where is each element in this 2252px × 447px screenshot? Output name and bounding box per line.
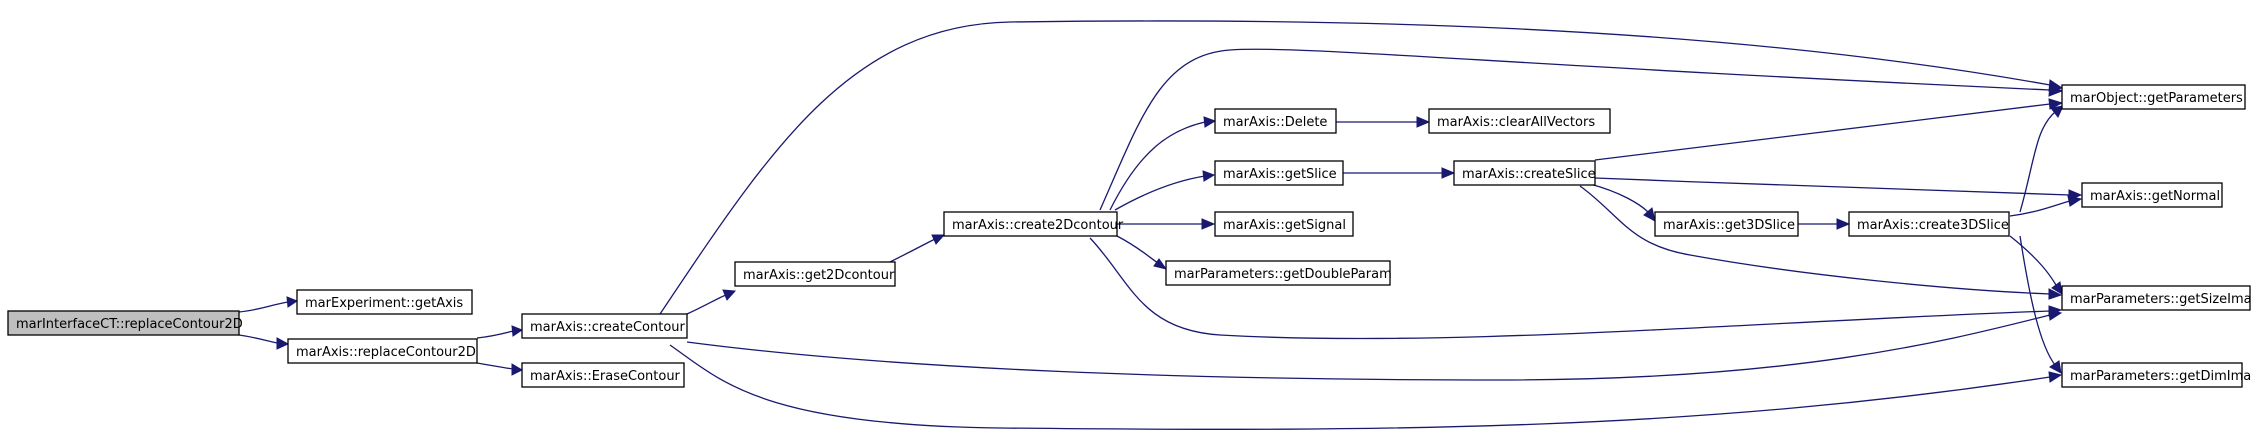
- edge-createSlice-get3DSlice: [1589, 183, 1656, 222]
- node-label: marObject::getParameters: [2070, 91, 2243, 106]
- node-label: marAxis::EraseContour: [530, 369, 681, 384]
- node-box: [734, 261, 896, 287]
- node-box: [2061, 362, 2243, 388]
- node-label: marAxis::clearAllVectors: [1437, 115, 1595, 130]
- node-label: marAxis::create2Dcontour: [952, 218, 1124, 233]
- node-label: marAxis::createContour: [530, 320, 686, 335]
- node-label: marAxis::get2Dcontour: [743, 268, 895, 283]
- edge-create3DSlice-getSizeIma: [2009, 235, 2063, 295]
- node-getSizeIma[interactable]: marParameters::getSizeIma: [2061, 285, 2252, 311]
- edge-create2Dcontour-getDoubleParam: [1116, 235, 1168, 270]
- node-box: [7, 310, 240, 336]
- node-box: [943, 211, 1118, 237]
- node-label: marAxis::createSlice: [1462, 167, 1596, 182]
- node-box: [287, 338, 478, 364]
- node-box: [2061, 84, 2246, 110]
- edge-createSlice-getSizeIma: [1579, 185, 2063, 300]
- node-box: [1165, 260, 1391, 286]
- node-clearAllVectors[interactable]: marAxis::clearAllVectors: [1428, 108, 1611, 134]
- node-label: marParameters::getDimIma: [2070, 369, 2251, 384]
- node-label: marAxis::create3DSlice: [1857, 218, 2009, 233]
- node-createSlice[interactable]: marAxis::createSlice: [1453, 160, 1596, 186]
- edge-get2Dcontour-create2Dcontour: [887, 234, 946, 264]
- node-label: marAxis::getSignal: [1223, 218, 1346, 233]
- edge-createContour-get2Dcontour: [686, 289, 737, 315]
- node-label: marExperiment::getAxis: [305, 296, 463, 311]
- node-getDoubleParam[interactable]: marParameters::getDoubleParam: [1165, 260, 1392, 286]
- node-getNormal[interactable]: marAxis::getNormal: [2081, 182, 2223, 208]
- edge-create2Dcontour-getParameters: [1099, 48, 2064, 211]
- edge-get3DSlice-create3DSlice: [1798, 218, 1851, 230]
- edge-create3DSlice-getNormal: [2009, 195, 2083, 217]
- node-getSignal[interactable]: marAxis::getSignal: [1214, 211, 1354, 237]
- node-label: marAxis::Delete: [1223, 115, 1327, 130]
- edge-create3DSlice-getDimIma: [2019, 235, 2062, 374]
- node-box: [1654, 211, 1799, 237]
- edge-createContour-getDimIma: [669, 344, 2063, 430]
- node-box: [1214, 211, 1354, 237]
- edge-replaceContour2D-eraseContour: [476, 362, 524, 376]
- node-delete[interactable]: marAxis::Delete: [1214, 108, 1337, 134]
- node-label: marParameters::getSizeIma: [2070, 292, 2252, 307]
- node-create2Dcontour[interactable]: marAxis::create2Dcontour: [943, 211, 1124, 237]
- node-root: marInterfaceCT::replaceContour2D: [7, 310, 243, 336]
- node-box: [1214, 160, 1344, 186]
- node-label: marAxis::replaceContour2D: [296, 345, 476, 360]
- edge-replaceContour2D-createContour: [476, 325, 524, 339]
- edge-create2Dcontour-delete: [1109, 116, 1217, 211]
- edge-root-getAxis: [238, 296, 299, 313]
- node-box: [1214, 108, 1337, 134]
- node-box: [2081, 182, 2223, 208]
- node-box: [296, 289, 473, 315]
- edge-root-replaceContour2D: [238, 334, 290, 350]
- edge-create3DSlice-getParameters: [2019, 105, 2064, 213]
- edge-createContour-getSizeIma: [686, 309, 2063, 381]
- node-replaceContour2D[interactable]: marAxis::replaceContour2D: [287, 338, 478, 364]
- node-getAxis[interactable]: marExperiment::getAxis: [296, 289, 473, 315]
- node-createContour[interactable]: marAxis::createContour: [521, 313, 688, 339]
- node-getSlice[interactable]: marAxis::getSlice: [1214, 160, 1344, 186]
- node-get3DSlice[interactable]: marAxis::get3DSlice: [1654, 211, 1799, 237]
- node-label: marInterfaceCT::replaceContour2D: [16, 317, 243, 332]
- node-box: [1848, 211, 2010, 237]
- node-box: [2061, 285, 2251, 311]
- node-getDimIma[interactable]: marParameters::getDimIma: [2061, 362, 2251, 388]
- edge-create2Dcontour-getSizeIma: [1089, 237, 2063, 340]
- node-box: [1428, 108, 1611, 134]
- nodes: marInterfaceCT::replaceContour2D marExper…: [7, 84, 2252, 388]
- node-eraseContour[interactable]: marAxis::EraseContour: [521, 362, 685, 388]
- edge-delete-clearAllVectors: [1336, 116, 1431, 128]
- edge-getSlice-createSlice: [1343, 167, 1456, 179]
- node-label: marAxis::getSlice: [1223, 167, 1337, 182]
- node-getParameters[interactable]: marObject::getParameters: [2061, 84, 2246, 110]
- node-label: marParameters::getDoubleParam: [1174, 267, 1392, 282]
- edge-createSlice-getNormal: [1594, 177, 2083, 201]
- node-create3DSlice[interactable]: marAxis::create3DSlice: [1848, 211, 2010, 237]
- node-label: marAxis::getNormal: [2090, 189, 2220, 204]
- node-label: marAxis::get3DSlice: [1663, 218, 1795, 233]
- edge-create2Dcontour-getSlice: [1114, 170, 1216, 211]
- edge-create2Dcontour-getSignal: [1117, 218, 1216, 230]
- edge-createSlice-getParameters: [1594, 98, 2064, 161]
- node-box: [521, 313, 688, 339]
- node-get2Dcontour[interactable]: marAxis::get2Dcontour: [734, 261, 896, 287]
- node-box: [521, 362, 685, 388]
- node-box: [1453, 160, 1596, 186]
- edges: [238, 20, 2083, 430]
